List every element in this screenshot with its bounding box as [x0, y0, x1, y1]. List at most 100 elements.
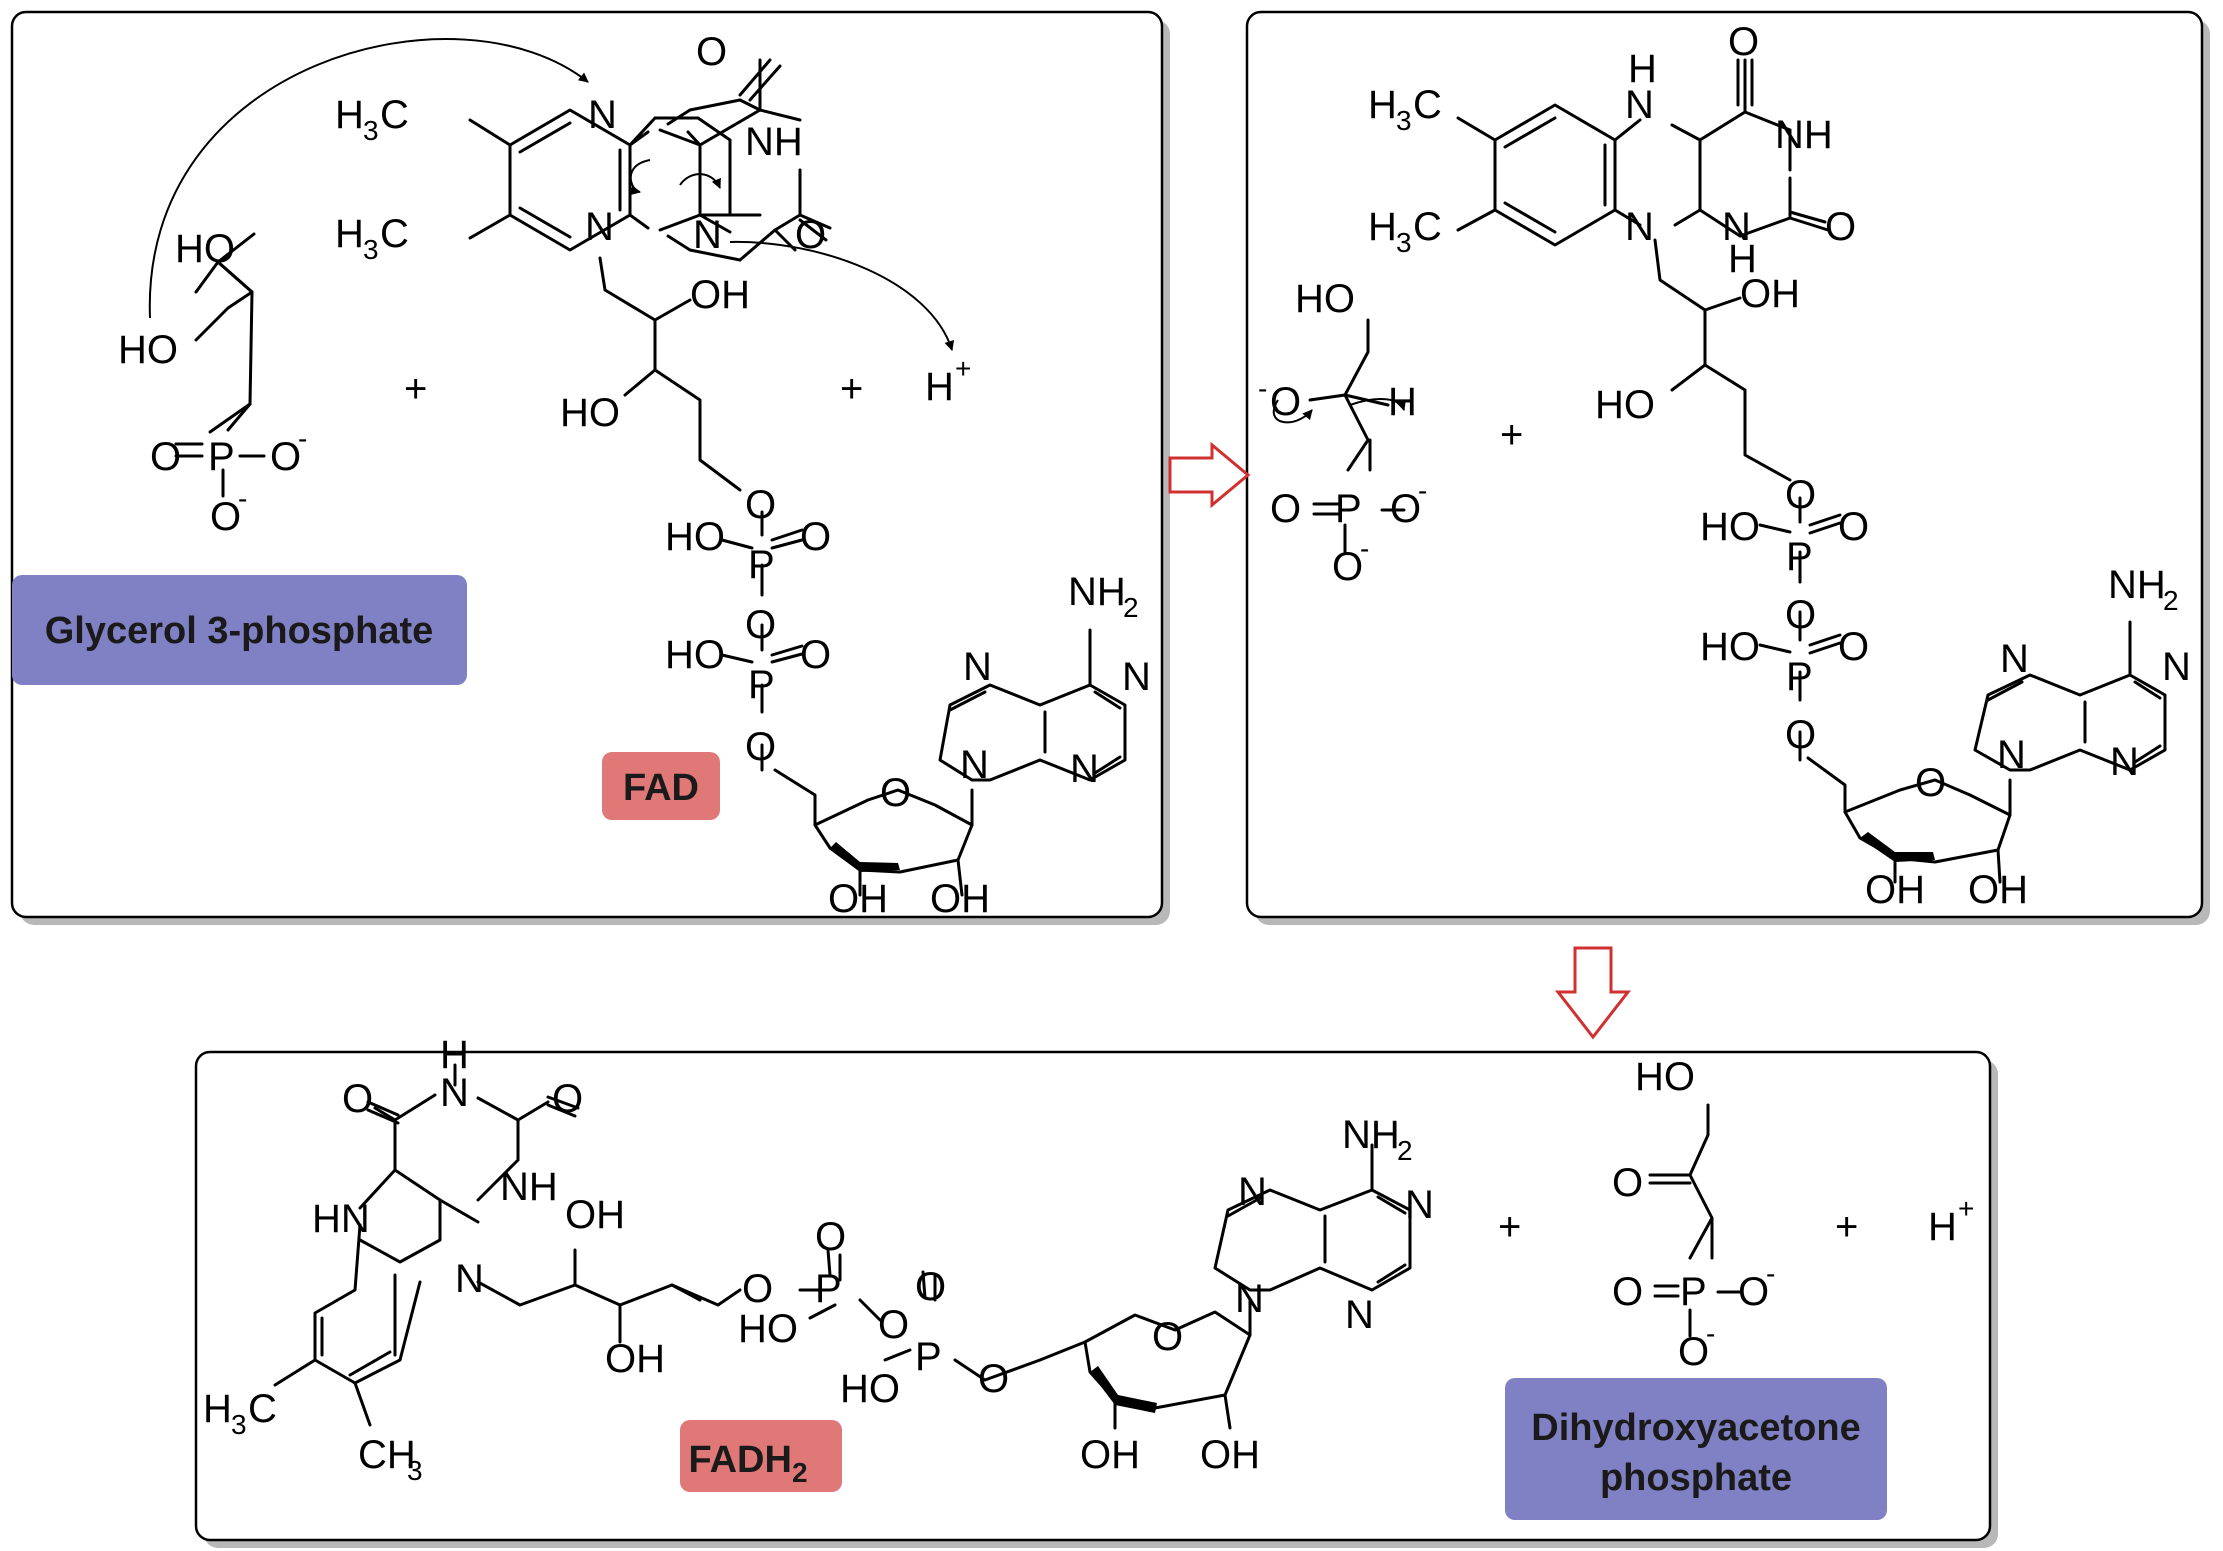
- glycerol-label-badge: [12, 575, 467, 685]
- atom-label: HO: [175, 227, 235, 271]
- atom-label: NH: [1775, 113, 1833, 157]
- atom-label: O: [1838, 505, 1869, 549]
- atom-subscript: 3: [407, 1455, 423, 1486]
- atom-label: HO: [1700, 505, 1760, 549]
- atom-label: O: [150, 435, 181, 479]
- atom-label: N: [963, 645, 992, 689]
- atom-label: O: [878, 1303, 909, 1347]
- atom-label: NH: [1068, 570, 1126, 614]
- atom-label: O: [1825, 205, 1856, 249]
- atom-label: C: [248, 1387, 277, 1431]
- atom-label: O: [815, 1215, 846, 1259]
- atom-label: O: [1152, 1315, 1183, 1359]
- atom-label: O: [1678, 1330, 1709, 1374]
- plus-sign: +: [404, 367, 427, 411]
- atom-label: O: [915, 1265, 946, 1309]
- fad-structure: [468, 58, 1127, 897]
- atom-subscript: 2: [1397, 1135, 1413, 1166]
- atom-label: H: [1368, 83, 1397, 127]
- fadh2-structure: [273, 1063, 1412, 1430]
- atom-label: HO: [840, 1367, 900, 1411]
- atom-subscript: 3: [231, 1409, 247, 1440]
- atom-label: N: [1235, 1277, 1264, 1321]
- atom-label: O: [1838, 625, 1869, 669]
- atom-label: O: [552, 1077, 583, 1121]
- proton: H: [1928, 1205, 1957, 1249]
- panel-reactants: [10, 10, 1164, 919]
- atom-label: O: [342, 1077, 373, 1121]
- panel-intermediate: [1245, 10, 2204, 919]
- atom-label: N: [1070, 747, 1099, 791]
- charge-label: -: [238, 483, 247, 514]
- dhap-label-line2: phosphate: [1600, 1457, 1792, 1499]
- atom-label: P: [208, 435, 235, 479]
- charge-label: -: [1258, 373, 1267, 404]
- charge-label: -: [1706, 1318, 1715, 1349]
- atom-label: O: [800, 515, 831, 559]
- glycerol-label: Glycerol 3-phosphate: [45, 610, 434, 652]
- dihydroxyacetone-phosphate-structure: [1648, 1103, 1742, 1338]
- atom-label: H: [440, 1033, 469, 1077]
- atom-subscript: 3: [1396, 227, 1412, 258]
- atom-label: N: [585, 205, 614, 249]
- atom-label: OH: [828, 877, 888, 921]
- atom-label: OH: [1865, 868, 1925, 912]
- charge-label: -: [1360, 533, 1369, 564]
- atom-label: N: [1122, 655, 1151, 699]
- atom-label: OH: [1080, 1433, 1140, 1477]
- atom-label: O: [1785, 473, 1816, 517]
- atom-label: H: [203, 1387, 232, 1431]
- atom-label: P: [1786, 535, 1813, 579]
- atom-label: HN: [312, 1197, 370, 1241]
- dhap-label-line1: Dihydroxyacetone: [1531, 1407, 1860, 1449]
- atom-label: H: [1368, 205, 1397, 249]
- atom-label: N: [2000, 637, 2029, 681]
- atom-label: OH: [1200, 1433, 1260, 1477]
- proton-charge: +: [1958, 1193, 1974, 1224]
- atom-label: OH: [1740, 272, 1800, 316]
- atom-label: HO: [1700, 625, 1760, 669]
- atom-label: N: [960, 743, 989, 787]
- atom-label: H: [1628, 47, 1657, 91]
- atom-label: O: [1332, 545, 1363, 589]
- hollow-down-arrow-icon: [1554, 946, 1632, 1040]
- atom-label: P: [815, 1267, 842, 1311]
- atom-label: O: [978, 1357, 1009, 1401]
- atom-label: P: [1786, 655, 1813, 699]
- atom-label: O: [210, 495, 241, 539]
- atom-label: O: [1270, 487, 1301, 531]
- proton-charge: +: [955, 353, 971, 384]
- atom-label: N: [1625, 205, 1654, 249]
- proton: H: [925, 365, 954, 409]
- atom-label: H: [1728, 237, 1757, 281]
- atom-label: N: [1405, 1183, 1434, 1227]
- atom-subscript: 3: [363, 234, 379, 265]
- fadh2-label-main: FADH: [688, 1439, 791, 1481]
- atom-label: N: [1238, 1170, 1267, 1214]
- plus-sign: +: [1500, 413, 1523, 457]
- atom-label: HO: [665, 633, 725, 677]
- electron-arrow: [1272, 399, 1313, 424]
- charge-label: -: [1418, 475, 1427, 506]
- plus-sign: +: [840, 367, 863, 411]
- atom-label: O: [800, 633, 831, 677]
- atom-label: OH: [605, 1337, 665, 1381]
- atom-label: O: [745, 725, 776, 769]
- atom-label: O: [1785, 713, 1816, 757]
- atom-label: N: [455, 1257, 484, 1301]
- atom-label: N: [693, 213, 722, 257]
- atom-label: HO: [1595, 383, 1655, 427]
- atom-label: O: [696, 30, 727, 74]
- atom-subscript: 2: [2163, 585, 2179, 616]
- atom-label: N: [440, 1071, 469, 1115]
- atom-label: O: [1785, 593, 1816, 637]
- atom-label: NH: [1342, 1113, 1400, 1157]
- atom-label: HO: [1635, 1055, 1695, 1099]
- atom-label: H: [1388, 380, 1417, 424]
- atom-label: O: [1390, 487, 1421, 531]
- fad-label-badge: [602, 752, 720, 820]
- atom-label: NH: [500, 1165, 558, 1209]
- plus-sign: +: [1498, 1205, 1521, 1249]
- atom-label: NH: [745, 120, 803, 164]
